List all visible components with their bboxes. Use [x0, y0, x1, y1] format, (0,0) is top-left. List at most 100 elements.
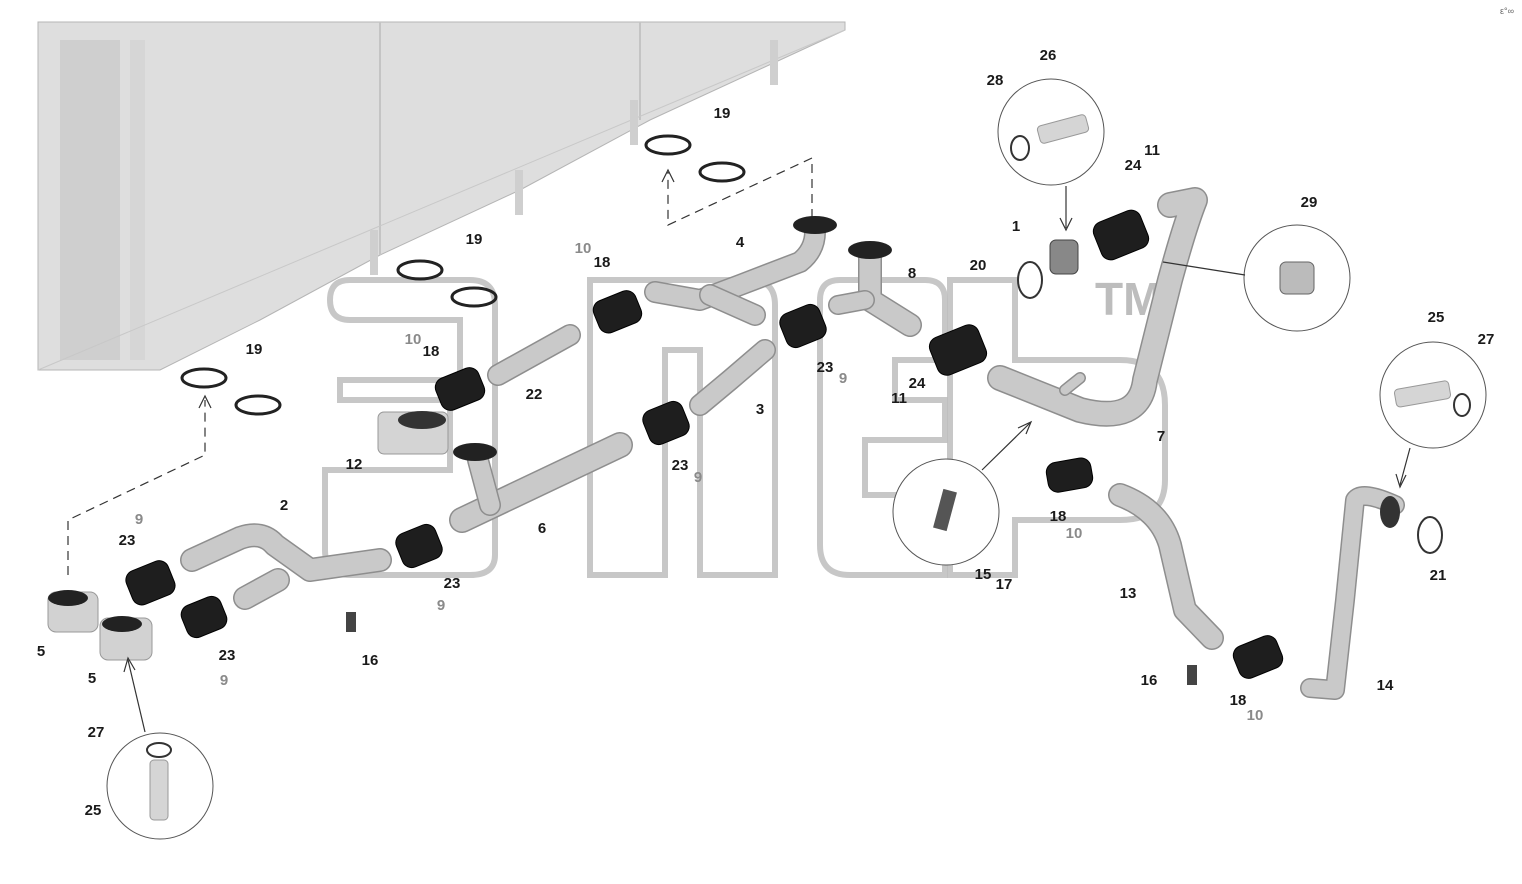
- callout-part-19: 19: [466, 231, 483, 248]
- clamp-23-pipe-6: [395, 523, 443, 569]
- gaskets: [180, 134, 1443, 554]
- callout-secondary-10: 10: [405, 331, 422, 348]
- pipe-8: [828, 243, 922, 337]
- callout-secondary-10: 10: [1247, 707, 1264, 724]
- callout-part-24: 24: [1125, 157, 1142, 174]
- radiator-housing: [37, 21, 846, 371]
- pipe-3: [689, 339, 776, 416]
- callout-secondary-9: 9: [694, 469, 702, 486]
- gasket-21: [1417, 516, 1443, 554]
- clamps: [125, 209, 1284, 679]
- clamp-18-pipe-13-top: [1045, 457, 1094, 493]
- clamp-23-left-upper: [125, 560, 176, 606]
- callout-part-5: 5: [37, 643, 45, 660]
- callout-part-23: 23: [219, 647, 236, 664]
- fitting-1: [1049, 239, 1079, 275]
- clamp-18-pipe-13-bottom: [1232, 635, 1284, 679]
- callout-part-24: 24: [909, 375, 926, 392]
- callout-part-23: 23: [119, 532, 136, 549]
- gasket-19-left-a: [180, 367, 228, 389]
- callout-labels-secondary: 10 10 9 9 9 10 9 9 10: [135, 240, 1264, 724]
- clamp-23-pipe-3: [642, 400, 690, 446]
- flange-pipe-4: [793, 216, 837, 234]
- callout-part-6: 6: [538, 520, 546, 537]
- callout-part-23: 23: [817, 359, 834, 376]
- clamp-24-upper: [1092, 209, 1150, 261]
- callout-part-18: 18: [1050, 508, 1067, 525]
- callout-part-4: 4: [736, 234, 745, 251]
- callout-part-16: 16: [1141, 672, 1158, 689]
- callout-part-29: 29: [1301, 194, 1318, 211]
- detail-circle-29: [1162, 224, 1351, 332]
- callout-part-19: 19: [714, 105, 731, 122]
- callout-part-12: 12: [346, 456, 363, 473]
- pipe-4: [644, 221, 826, 326]
- callout-part-23: 23: [444, 575, 461, 592]
- clamp-24-lower: [928, 324, 988, 376]
- pipe-13: [1108, 483, 1224, 650]
- callout-secondary-10: 10: [1066, 525, 1083, 542]
- callout-part-14: 14: [1377, 677, 1394, 694]
- callout-part-15: 15: [975, 566, 992, 583]
- gasket-19-mid-a: [396, 259, 444, 281]
- callout-part-17: 17: [996, 576, 1013, 593]
- detail-circle-25-27-right: [1379, 341, 1487, 489]
- pipe-7: [987, 187, 1208, 427]
- callout-part-2: 2: [280, 497, 288, 514]
- assembly-guide-lines: [67, 157, 813, 575]
- callout-part-22: 22: [526, 386, 543, 403]
- pipe-14: [1300, 486, 1405, 700]
- pipe-6: [449, 432, 633, 533]
- callout-secondary-9: 9: [135, 511, 143, 528]
- callout-part-25: 25: [85, 802, 102, 819]
- gasket-19-top-a: [644, 134, 692, 156]
- callout-part-5: 5: [88, 670, 96, 687]
- detail-circle-25-27-left: [106, 656, 214, 840]
- callout-secondary-10: 10: [575, 240, 592, 257]
- callout-part-1: 1: [1012, 218, 1020, 235]
- flange-14: [1380, 496, 1400, 528]
- pipe-2: [180, 523, 392, 610]
- callout-part-11: 11: [891, 390, 907, 407]
- callout-part-11: 11: [1144, 142, 1160, 159]
- bracket-16-left: [346, 612, 356, 632]
- flange-pipe-8: [848, 241, 892, 259]
- callout-part-20: 20: [970, 257, 987, 274]
- callout-part-3: 3: [756, 401, 764, 418]
- callout-part-27: 27: [88, 724, 105, 741]
- callout-part-13: 13: [1120, 585, 1137, 602]
- clamp-23-left-lower: [180, 595, 228, 639]
- callout-part-16: 16: [362, 652, 379, 669]
- elbow-12: [377, 411, 497, 461]
- pipe-22: [487, 324, 581, 386]
- callout-part-27: 27: [1478, 331, 1495, 348]
- gasket-20: [1017, 261, 1043, 299]
- callout-part-21: 21: [1430, 567, 1447, 584]
- detail-circle-15-17: [892, 420, 1033, 566]
- gasket-19-left-b: [234, 394, 282, 416]
- callout-part-7: 7: [1157, 428, 1165, 445]
- callout-part-18: 18: [594, 254, 611, 271]
- clamp-23-pipe-8: [779, 303, 827, 349]
- detail-circle-26-28: [997, 78, 1105, 232]
- clamp-18-pipe-4: [592, 290, 643, 334]
- callout-part-18: 18: [1230, 692, 1247, 709]
- callout-part-23: 23: [672, 457, 689, 474]
- callout-secondary-9: 9: [220, 672, 228, 689]
- callout-part-19: 19: [246, 341, 263, 358]
- clamp-18-pipe-12: [434, 367, 486, 411]
- callout-part-8: 8: [908, 265, 916, 282]
- bracket-16-right: [1187, 665, 1197, 685]
- callout-secondary-9: 9: [437, 597, 445, 614]
- callout-part-25: 25: [1428, 309, 1445, 326]
- callout-secondary-9: 9: [839, 370, 847, 387]
- gasket-19-mid-b: [450, 286, 498, 308]
- corner-mark: ε°∞: [1499, 6, 1514, 16]
- elbow-5a: [47, 590, 99, 633]
- callout-part-28: 28: [987, 72, 1004, 89]
- callout-part-18: 18: [423, 343, 440, 360]
- callout-part-26: 26: [1040, 47, 1057, 64]
